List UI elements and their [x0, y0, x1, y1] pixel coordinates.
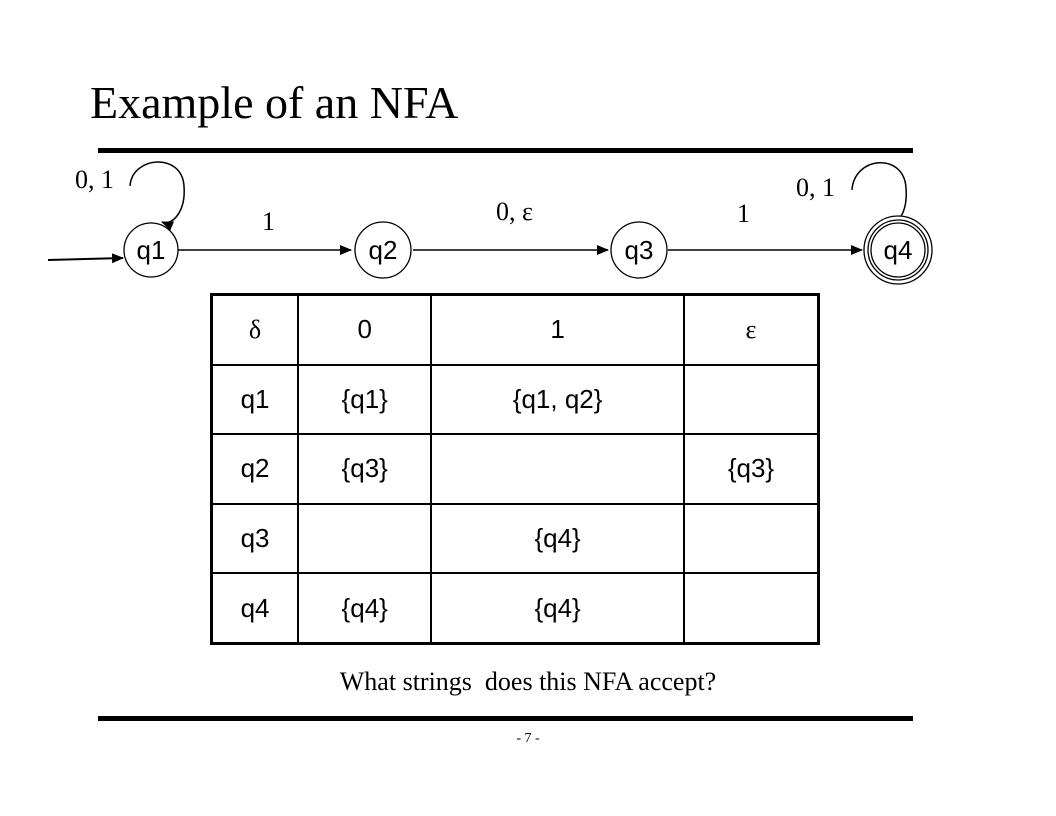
table-cell: [430, 433, 685, 505]
state-q2-label: q2: [369, 235, 398, 265]
state-q1-label: q1: [137, 235, 166, 265]
table-cell: {q1, q2}: [430, 363, 685, 436]
table-cell: [682, 502, 820, 575]
table-row: q1 {q1} {q1, q2}: [210, 363, 820, 436]
table-row: q2 {q3} {q3}: [210, 433, 820, 505]
table-cell: q1: [210, 363, 300, 436]
edge-label-q4-loop: 0, 1: [796, 173, 835, 202]
table-row: q4 {q4} {q4}: [210, 572, 820, 645]
table-cell: {q4}: [430, 502, 685, 575]
start-arrow: [47, 253, 124, 264]
state-q3-label: q3: [625, 235, 654, 265]
table-cell: q4: [210, 572, 300, 645]
table-cell: {q1}: [297, 363, 433, 436]
table-cell: {q4}: [297, 572, 433, 645]
table-cell: q2: [210, 433, 300, 505]
table-cell: {q4}: [430, 572, 685, 645]
table-cell: [682, 363, 820, 436]
edge-label-q3-q4: 1: [737, 199, 750, 228]
table-header-row: δ 0 1 ε: [210, 293, 820, 366]
header-0: 0: [297, 293, 433, 366]
self-loop-q1: [129, 161, 185, 231]
table-cell: [297, 502, 433, 575]
state-q3: q3: [610, 221, 668, 279]
state-q4-label: q4: [884, 235, 913, 265]
page-number: - 7 -: [516, 731, 540, 746]
edge-label-q2-q3: 0, ε: [496, 197, 533, 226]
table-cell: {q3}: [297, 433, 433, 505]
table-cell: [682, 572, 820, 645]
edge-label-q1-loop: 0, 1: [75, 165, 114, 194]
top-divider: [98, 148, 913, 153]
header-epsilon: ε: [682, 293, 820, 366]
state-q4-accept: q4: [863, 215, 933, 285]
header-1: 1: [430, 293, 685, 366]
slide-title: Example of an NFA: [90, 77, 459, 128]
state-q1: q1: [123, 222, 179, 278]
bottom-divider: [98, 716, 913, 721]
question-text: What strings does this NFA accept?: [339, 667, 717, 696]
table-row: q3 {q4}: [210, 502, 820, 575]
state-q2: q2: [354, 221, 412, 279]
transition-table: δ 0 1 ε q1 {q1} {q1, q2} q2 {q3} {q3} q3…: [210, 293, 820, 645]
header-delta: δ: [210, 293, 300, 366]
edge-label-q1-q2: 1: [262, 207, 275, 236]
table-cell: {q3}: [682, 433, 820, 505]
table-cell: q3: [210, 502, 300, 575]
